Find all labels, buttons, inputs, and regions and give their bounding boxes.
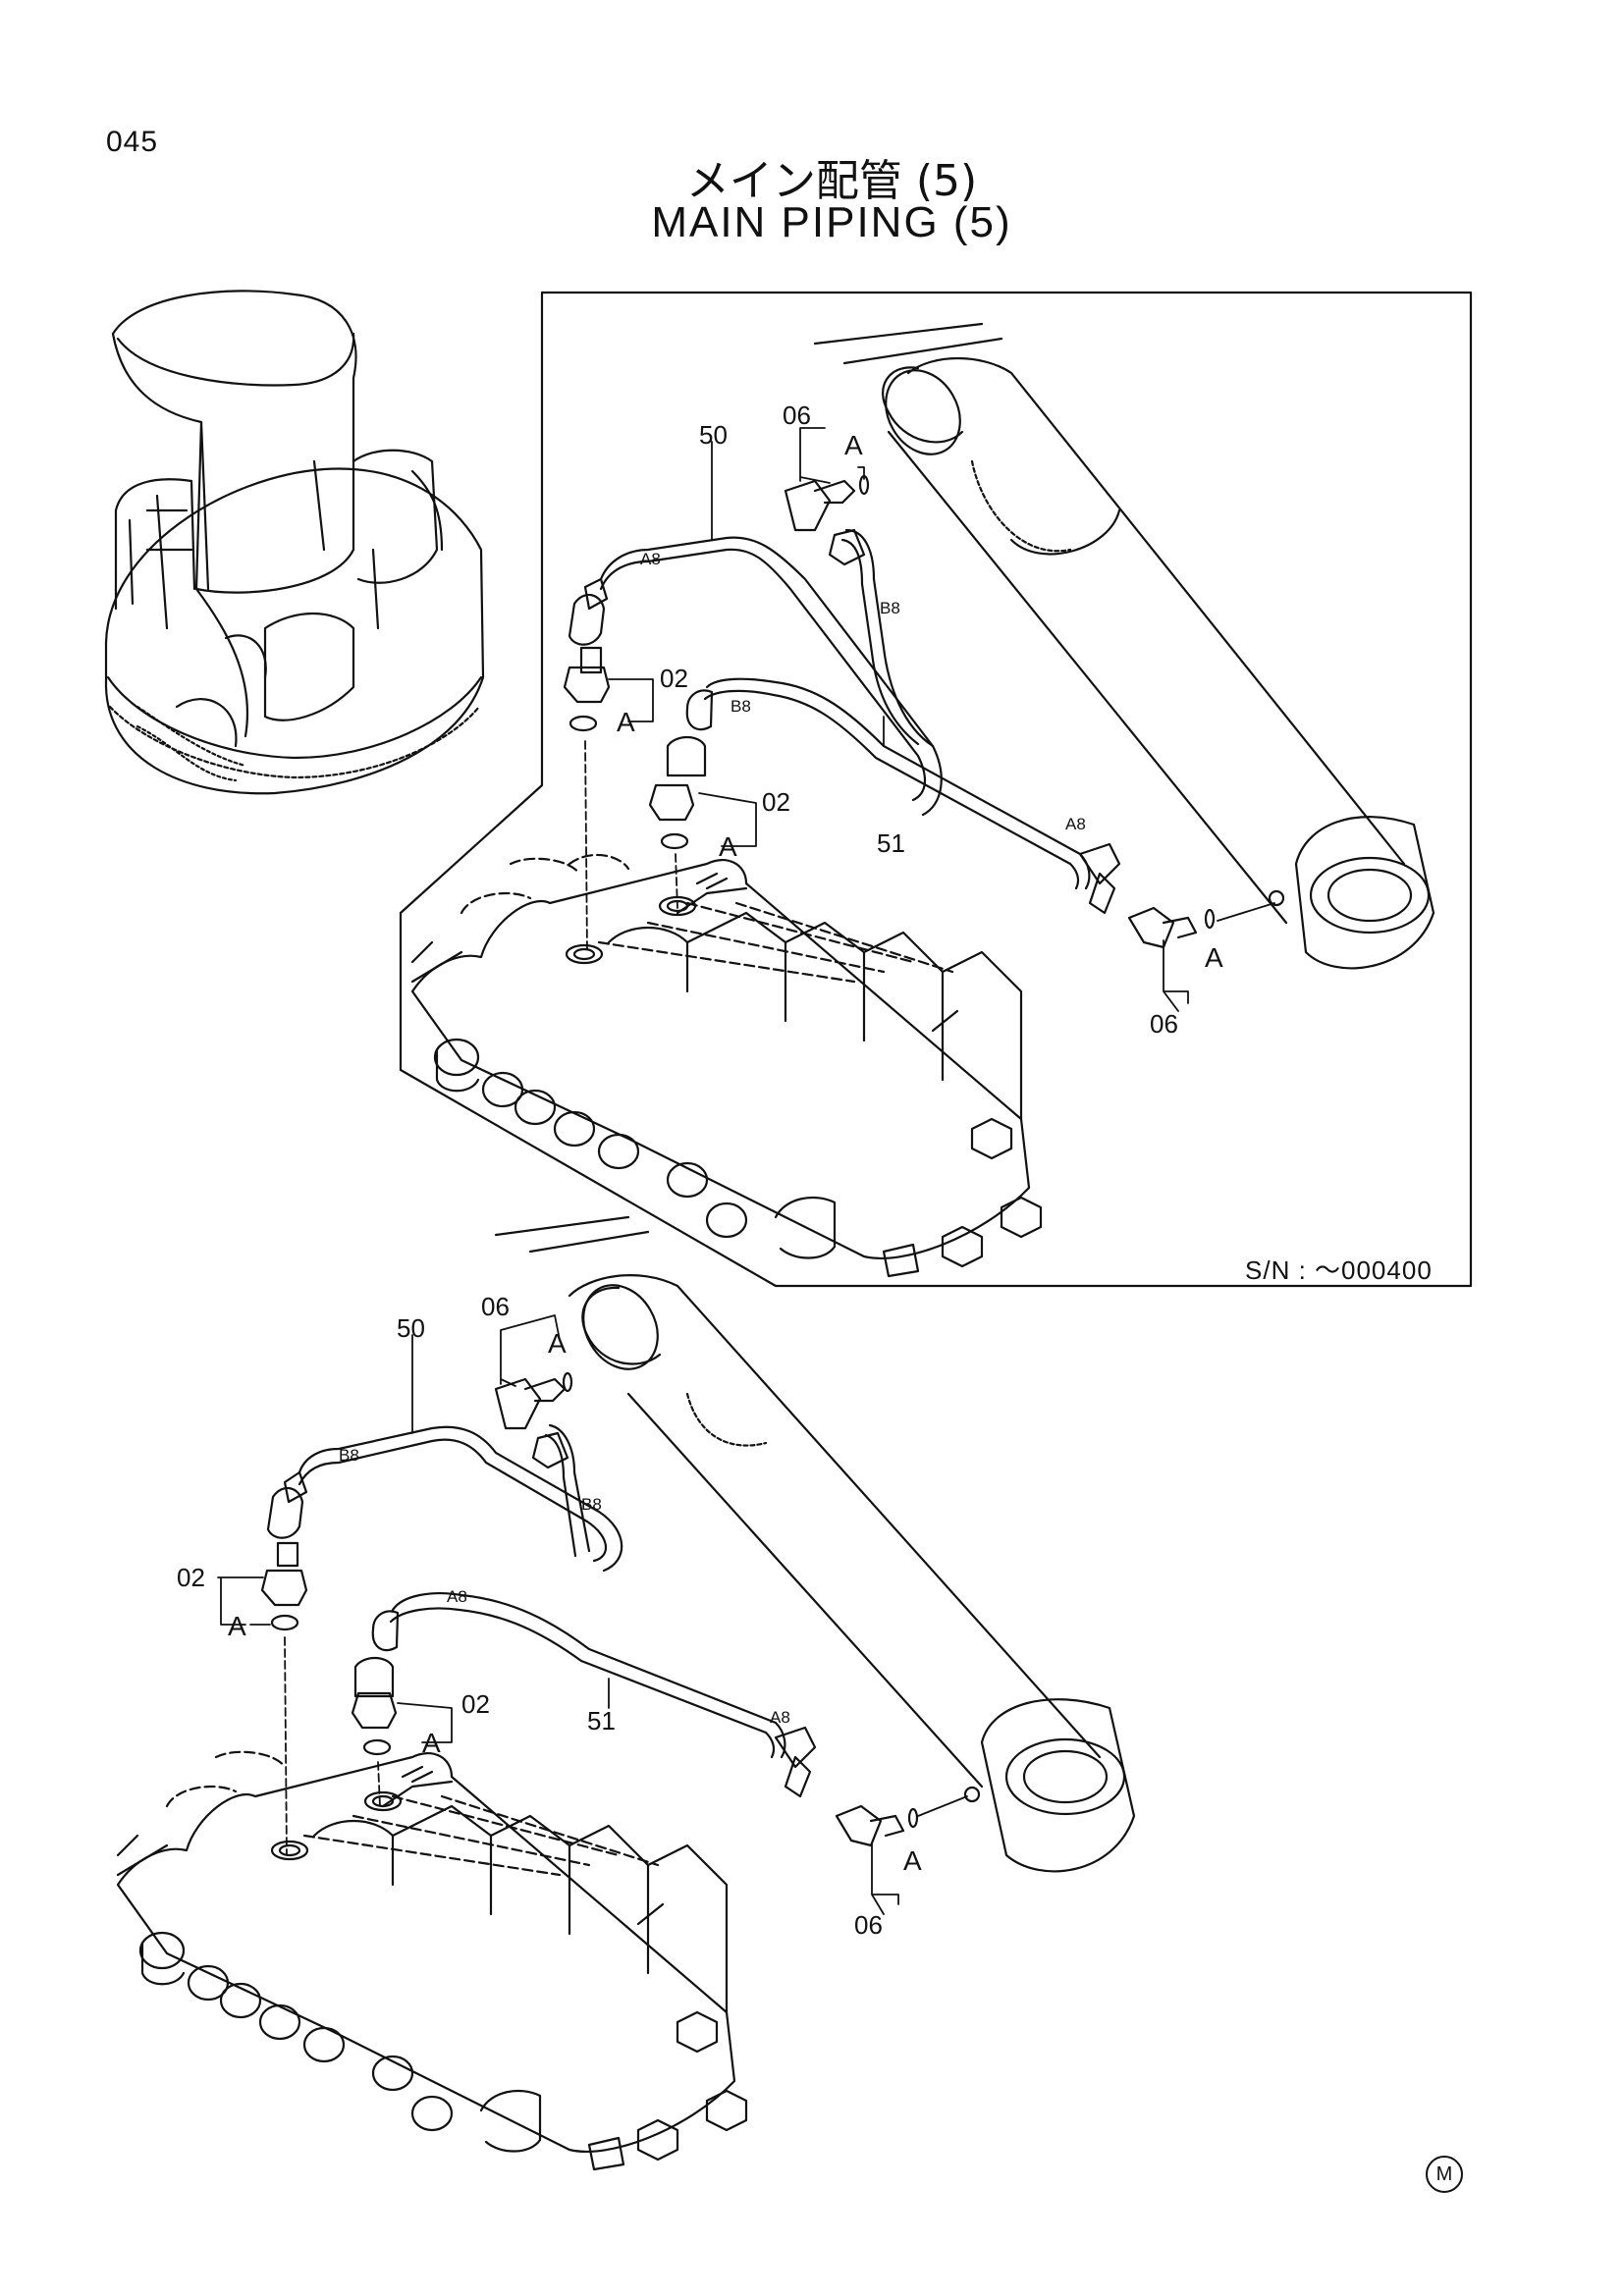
callout-06-bottom-upper: 06 [1150,1009,1178,1039]
title-japanese: メイン配管 (5) [685,156,978,206]
callout-a-4-lower: A [903,1845,922,1876]
boom-cylinder-lower [494,1215,1136,1873]
callout-50-upper: 50 [699,420,728,450]
page-number: 045 [106,126,159,158]
control-valve-upper [410,853,1043,1278]
callout-a-4-upper: A [1205,942,1223,973]
callout-a-2-lower: A [422,1728,441,1758]
callout-02-right-upper: 02 [762,787,790,817]
title-english: MAIN PIPING (5) [651,198,1012,246]
callout-50-lower: 50 [397,1313,425,1343]
leaders-upper [584,427,1275,1012]
callout-02-right-lower: 02 [461,1689,490,1719]
callout-06-top-lower: 06 [481,1292,510,1321]
callout-a-1-upper: A [617,707,635,737]
size-a8-1-upper: A8 [640,550,661,568]
maker-mark: M [1426,2156,1463,2193]
callout-51-upper: 51 [877,828,905,858]
lower-assembly: 50 51 06 06 02 02 A A A A A8 A8 B8 B8 [116,1215,1136,2171]
hose-51-lower [353,1423,786,1759]
size-b8-2-upper: B8 [880,599,900,617]
size-a8-1-lower: A8 [447,1587,467,1606]
hose-50-upper [568,536,943,817]
callout-06-bottom-lower: 06 [854,1910,883,1940]
callout-a-3-upper: A [844,430,863,460]
size-a8-2-upper: A8 [1065,815,1086,833]
size-b8-2-lower: B8 [581,1495,602,1514]
size-b8-1-lower: B8 [339,1446,359,1465]
callout-a-1-lower: A [228,1611,246,1641]
callout-a-2-upper: A [719,831,737,862]
leaders-lower [217,1314,968,1915]
hose-50-lower [266,1425,623,1573]
fittings-upper [563,474,1216,949]
callout-51-lower: 51 [587,1706,616,1735]
control-valve-lower [116,1750,748,2171]
serial-number-note: S/N : ～000400 [1245,1255,1433,1285]
callout-a-3-lower: A [548,1328,567,1359]
size-b8-1-upper: B8 [731,697,751,716]
fittings-lower [260,1371,919,1847]
size-a8-2-lower: A8 [770,1708,790,1727]
callout-02-left-lower: 02 [177,1563,205,1592]
machine-overview [104,290,485,795]
upper-assembly: 50 51 06 06 02 02 A A A A A8 A8 B8 B8 [410,322,1435,1278]
callout-02-left-upper: 02 [660,664,688,693]
inset-frame [399,291,1473,1288]
boom-cylinder-upper [813,322,1435,970]
callout-06-top-upper: 06 [783,400,811,430]
